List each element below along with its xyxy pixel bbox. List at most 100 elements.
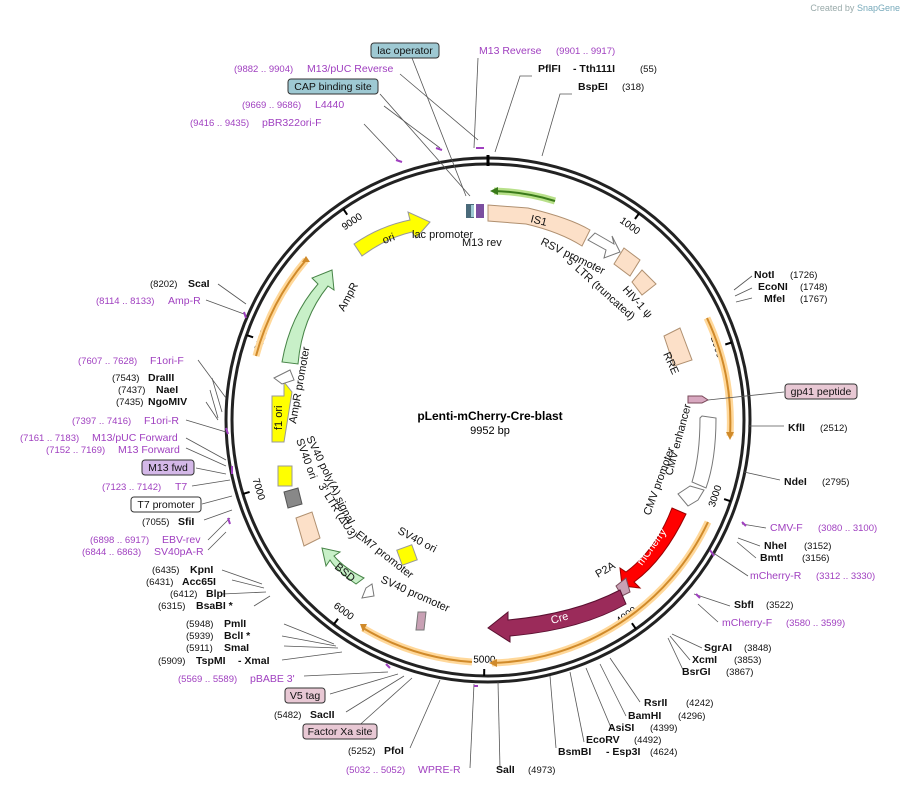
bsrgi-label[interactable]: BsrGI: [682, 666, 711, 678]
leader-lines: [185, 57, 785, 769]
m13fwd-badge[interactable]: [141, 459, 195, 476]
gp41-badge[interactable]: [784, 383, 858, 400]
mcherryf-label[interactable]: mCherry-F: [722, 617, 772, 629]
bamhi-label[interactable]: BamHI: [628, 710, 661, 722]
sgrai-label[interactable]: SgrAI: [704, 642, 732, 654]
feature-f1ori-label: f1 ori: [273, 406, 285, 430]
f1orif-pos: (7607 .. 7628): [78, 356, 137, 367]
pbr-label[interactable]: pBR322ori-F: [262, 117, 322, 129]
bsabi-pos: (6315): [158, 601, 185, 612]
feature-M13rev-shape: [476, 204, 484, 218]
naei-label[interactable]: NaeI: [156, 384, 178, 396]
econi-label[interactable]: EcoNI: [758, 281, 788, 293]
xmai-label[interactable]: - XmaI: [238, 655, 270, 667]
rsrii-label[interactable]: RsrII: [644, 697, 667, 709]
xcmi-label[interactable]: XcmI: [692, 654, 717, 666]
acc65i-label[interactable]: Acc65I: [182, 576, 216, 588]
feature-CMVpro-shape: [677, 485, 705, 507]
mcherryr-label[interactable]: mCherry-R: [750, 570, 802, 582]
sfii-pos: (7055): [142, 517, 169, 528]
m13puc-f-label[interactable]: M13/pUC Forward: [92, 432, 178, 444]
asisi-label[interactable]: AsiSI: [608, 722, 634, 734]
orf-arcs: [252, 187, 734, 667]
feature-lacpro-label: lac promoter: [412, 229, 473, 241]
nhei-label[interactable]: NheI: [764, 540, 787, 552]
feature-shapes: [271, 204, 717, 643]
t7pro-badge[interactable]: [130, 496, 202, 513]
sfii-label[interactable]: SfiI: [178, 516, 194, 528]
feature-SV40ori-shape: [396, 544, 418, 566]
sacii-label[interactable]: SacII: [310, 709, 335, 721]
scai-label[interactable]: ScaI: [188, 278, 210, 290]
bmti-label[interactable]: BmtI: [760, 552, 783, 564]
feature-f1ori-shape: [271, 380, 293, 443]
v5-badge[interactable]: [284, 687, 326, 704]
sv40pa-label[interactable]: SV40pA-R: [154, 546, 204, 558]
f1orif-label[interactable]: F1ori-F: [150, 355, 184, 367]
smai-label[interactable]: SmaI: [224, 642, 249, 654]
tth111i-label[interactable]: - Tth111I: [573, 63, 615, 75]
ecorv-label[interactable]: EcoRV: [586, 734, 620, 746]
sacii-pos: (5482): [274, 710, 301, 721]
feature-LTR3-shape: [295, 511, 321, 547]
tick-mark-3000: [723, 498, 732, 503]
esp3i-label[interactable]: - Esp3I: [606, 746, 641, 758]
feature-SV40ori2-shape: [277, 465, 293, 487]
sbfi-pos: (3522): [766, 600, 793, 611]
kpni-label[interactable]: KpnI: [190, 564, 213, 576]
tick-label-3000: 3000: [707, 484, 725, 509]
bspei-label[interactable]: BspEI: [578, 81, 608, 93]
ngomiv-label[interactable]: NgoMIV: [148, 396, 187, 408]
pflfi-label[interactable]: PflFI: [538, 63, 561, 75]
naei-pos: (7437): [118, 385, 145, 396]
bcli-label[interactable]: BclI *: [224, 630, 251, 642]
bsabi-label[interactable]: BsaBI *: [196, 600, 234, 612]
wpre-label[interactable]: WPRE-R: [418, 764, 461, 776]
cap-badge[interactable]: [287, 78, 379, 95]
bsmbi-label[interactable]: BsmBI: [558, 746, 591, 758]
f1orir-label[interactable]: F1ori-R: [144, 415, 179, 427]
feature-LTR5-shape: [613, 247, 641, 277]
noti-label[interactable]: NotI: [754, 269, 774, 281]
m13-reverse-label[interactable]: M13 Reverse: [479, 45, 542, 57]
ndei-label[interactable]: NdeI: [784, 476, 807, 488]
mfei-label[interactable]: MfeI: [764, 293, 785, 305]
blpi-label[interactable]: BlpI: [206, 588, 226, 600]
factorxa-badge[interactable]: [302, 723, 378, 740]
kfli-label[interactable]: KflI: [788, 422, 805, 434]
m13puc-f-pos: (7161 .. 7183): [20, 433, 79, 444]
nhei-pos: (3152): [804, 541, 831, 552]
sbfi-label[interactable]: SbfI: [734, 599, 754, 611]
cmvf-label[interactable]: CMV-F: [770, 522, 803, 534]
feature-mCherry-shape: [619, 507, 687, 589]
pmli-label[interactable]: PmlI: [224, 618, 246, 630]
credit: Created by SnapGene: [810, 3, 900, 13]
noti-pos: (1726): [790, 270, 817, 281]
t7-label[interactable]: T7: [175, 481, 187, 493]
m13fwd-label: M13 fwd: [148, 462, 188, 474]
orf-arc-1-core: [706, 317, 732, 437]
lac-operator-badge[interactable]: [370, 42, 440, 59]
feature-lacop-shape: [471, 205, 474, 217]
draiii-label[interactable]: DraIII: [148, 372, 174, 384]
orf-arc-1-head: [726, 432, 734, 440]
econi-pos: (1748): [800, 282, 827, 293]
l4440-label[interactable]: L4440: [315, 99, 344, 111]
kpni-pos: (6435): [152, 565, 179, 576]
outer-labels: lac operator M13 Reverse (9901 .. 9917) …: [20, 42, 877, 776]
pbr-pos: (9416 .. 9435): [190, 118, 249, 129]
feature-RRE-shape: [663, 327, 693, 367]
pfoi-label[interactable]: PfoI: [384, 745, 404, 757]
feature-AmpR-shape: [281, 269, 335, 365]
cap-label: CAP binding site: [294, 81, 372, 93]
m13puc-rev-label[interactable]: M13/pUC Reverse: [307, 63, 394, 75]
ebv-label[interactable]: EBV-rev: [162, 534, 201, 546]
m13f-label[interactable]: M13 Forward: [118, 444, 180, 456]
ecorv-pos: (4492): [634, 735, 661, 746]
f1orir-pos: (7397 .. 7416): [72, 416, 131, 427]
tspmi-label[interactable]: TspMI: [196, 655, 226, 667]
sali-label[interactable]: SalI: [496, 764, 515, 776]
ampr-label[interactable]: Amp-R: [168, 295, 201, 307]
bamhi-pos: (4296): [678, 711, 705, 722]
pbabe-label[interactable]: pBABE 3': [250, 673, 295, 685]
